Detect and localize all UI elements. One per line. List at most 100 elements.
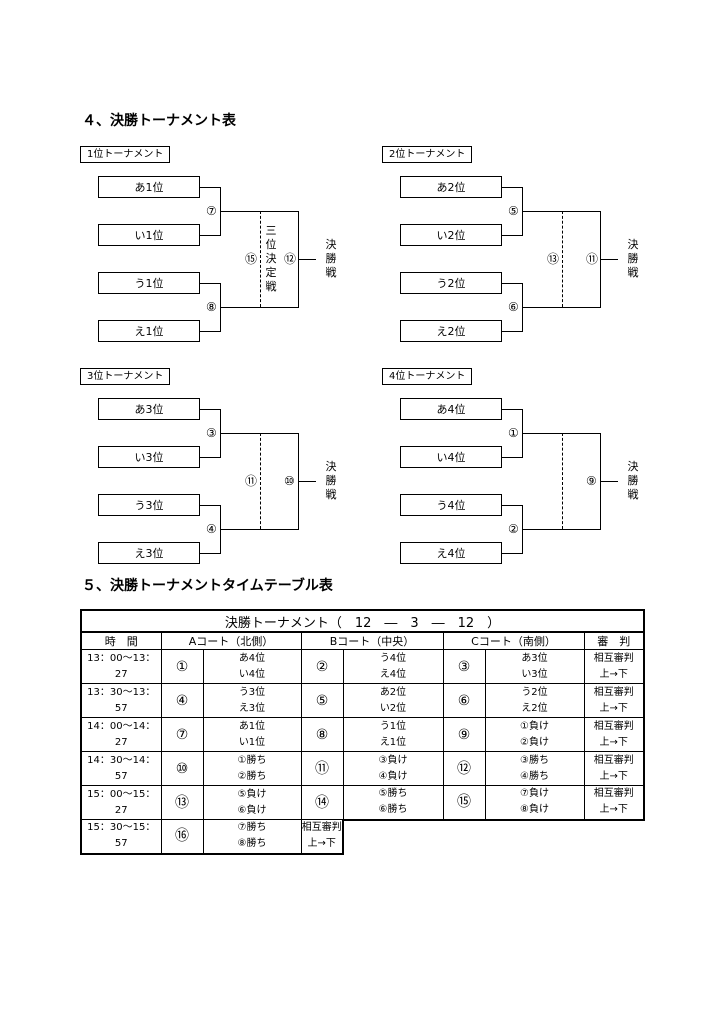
team: あ2位 [379,686,407,698]
team: ⑧勝ち [237,838,267,850]
match-number: ④ [160,683,204,718]
third-place-line [562,211,563,307]
bracket-line [502,553,522,554]
match-number: ⑬ [160,785,204,820]
bracket-line [200,283,220,284]
referee: 相互審判 [593,720,634,732]
bracket-line [200,409,220,410]
bracket-4: 4位トーナメント あ4位 い4位 う4位 え4位 ① ② ⑨ 決勝戦 [382,368,682,568]
match-number: ① [160,649,204,684]
referee-order: 上→下 [599,736,628,748]
referee-order: 上→下 [307,838,336,850]
match-number: ⑪ [300,751,344,786]
referee-order: 上→下 [599,770,628,782]
timetable: 決勝トーナメント（ 12 ― 3 ― 12 ） 時 間 Aコート（北側） Bコー… [80,609,645,855]
match-number: ⑧ [300,717,344,752]
team: い3位 [521,668,548,680]
team-box: え4位 [400,542,502,564]
bracket-line [502,235,522,236]
team-box: え2位 [400,320,502,342]
team-box: え3位 [98,542,200,564]
team-box: え1位 [98,320,200,342]
referee: 相互審判 [593,652,634,664]
bracket-label: 4位トーナメント [382,368,473,385]
team: ④負け [378,770,408,782]
time-start: 13：00～13： [87,652,156,664]
team-box: い4位 [400,446,502,468]
team: ②負け [520,736,549,748]
bracket-label: 3位トーナメント [80,368,171,385]
team: ⑤勝ち [378,788,408,800]
team-box: う2位 [400,272,502,294]
team: ①負け [520,720,549,732]
match-number: ⑥ [508,300,519,314]
timetable-title: 決勝トーナメント（ 12 ― 3 ― 12 ） [80,609,645,633]
referee: 相互審判 [593,754,634,766]
match-number: ⑧ [206,300,217,314]
bracket-line [502,331,522,332]
time-end: 57 [114,838,128,850]
bracket-line [600,481,618,482]
bracket-1: 1位トーナメント あ1位 い1位 う1位 え1位 ⑦ ⑧ ⑮ ⑫ 三位決定戦 決… [80,146,380,346]
header-referee: 審 判 [583,631,645,650]
team: ③負け [378,754,408,766]
match-number: ⑥ [442,683,486,718]
referee-order: 上→下 [599,702,628,714]
bracket-line [502,187,522,188]
team: い4位 [238,668,266,680]
bracket-line [200,187,220,188]
bracket-line [522,211,600,212]
bracket-line [298,259,316,260]
match-number: ⑮ [245,252,258,266]
team: う2位 [521,686,548,698]
bracket-line [600,259,618,260]
team-box: あ2位 [400,176,502,198]
team: ①勝ち [237,754,267,766]
team-box: う4位 [400,494,502,516]
match-number: ② [300,649,344,684]
final-label: 決勝戦 [627,238,639,279]
team: ⑤負け [237,788,267,800]
bracket-line [502,505,522,506]
third-place-line [562,433,563,529]
referee: 相互審判 [301,822,342,834]
time-end: 27 [114,804,128,816]
time-end: 57 [114,702,128,714]
match-number: ⑮ [442,785,486,820]
match-number: ④ [206,522,217,536]
bracket-line [522,307,600,308]
team: ③勝ち [520,754,549,766]
team-box: あ4位 [400,398,502,420]
final-label: 決勝戦 [627,460,639,501]
team: え4位 [379,668,407,680]
team: ⑦負け [520,788,549,800]
match-number: ⑨ [442,717,486,752]
time-start: 15：00～15： [87,788,156,800]
bracket-line [522,433,600,434]
team: あ1位 [238,720,266,732]
bracket-line [298,481,316,482]
team: ⑧負け [520,804,549,816]
match-number: ⑦ [206,204,217,218]
match-number: ⑬ [547,252,560,266]
team: ⑥負け [237,804,267,816]
match-number: ⑪ [586,252,599,266]
team: え3位 [238,702,266,714]
header-court-c: Cコート（南側） [442,631,585,650]
team: ⑥勝ち [378,804,408,816]
time-start: 14：30～14： [87,754,156,766]
bracket-label: 2位トーナメント [382,146,473,163]
match-number: ② [508,522,519,536]
header-court-b: Bコート（中央） [300,631,444,650]
team: ②勝ち [237,770,267,782]
team: え2位 [521,702,548,714]
time-start: 15：30～15： [87,822,156,834]
bracket-line [200,331,220,332]
team: う4位 [379,652,407,664]
bracket-line [522,529,600,530]
match-number: ① [508,426,519,440]
match-number: ⑤ [300,683,344,718]
section5-title: ５、決勝トーナメントタイムテーブル表 [82,578,333,594]
team: い2位 [379,702,407,714]
